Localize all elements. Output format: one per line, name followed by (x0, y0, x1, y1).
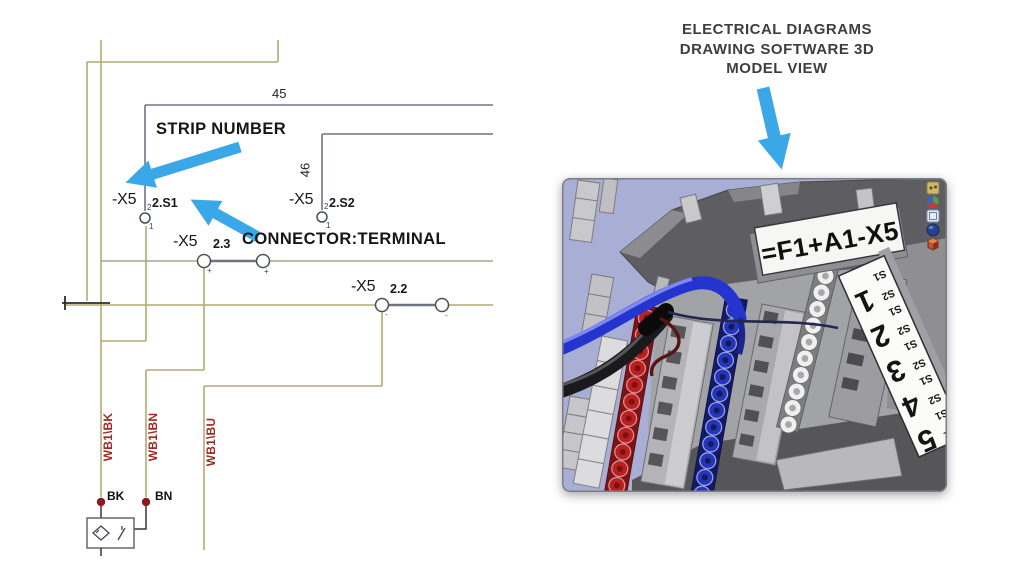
dark-red-wire (649, 316, 681, 377)
page-title: ELECTRICAL DIAGRAMS DRAWING SOFTWARE 3D … (637, 20, 917, 79)
wire-label-bu: WB1\BU (204, 417, 218, 467)
strip-pin-s2-5: S2 (942, 425, 947, 441)
terminal-2s1-pin-top: 2 (147, 203, 152, 212)
cables (562, 276, 839, 399)
strip-number-arrow (125, 141, 242, 188)
strip-pin-s1-3: S1 (902, 337, 919, 353)
strip-pin-s1-4: S1 (918, 371, 935, 387)
viewport-frame (562, 178, 947, 492)
strip-pin-s2-4: S2 (926, 391, 943, 407)
terminal-22-mark-left: - (385, 310, 388, 319)
edit-appearance-icon[interactable] (927, 237, 939, 251)
annotation-arrows (125, 86, 791, 242)
connector-terminal-annotation: CONNECTOR:TERMINAL (242, 230, 446, 248)
sensor-pin-bn-label: BN (155, 489, 173, 503)
strip-number-annotation: STRIP NUMBER (156, 120, 287, 138)
terminal-23-mark-left: + (207, 266, 212, 275)
strip-pin-s1-2: S1 (887, 302, 904, 318)
strip-pin-s1-1: S1 (871, 267, 888, 283)
terminal-2s1-device: -X5 (112, 191, 137, 208)
connector-terminal-arrow (190, 199, 261, 242)
terminal-22-circle-left (374, 297, 390, 313)
sensor-symbol (86, 497, 151, 556)
terminal-23-circle-right (255, 253, 271, 269)
terminal-22-pin: 2.2 (390, 282, 408, 296)
device-tag-plate: =F1+A1-X5 (748, 202, 909, 284)
view-orientation-icon[interactable] (926, 181, 940, 195)
signal-wire (667, 310, 839, 330)
terminal-2s2-device: -X5 (289, 191, 314, 208)
potential-tick (62, 296, 110, 310)
terminal-2s1-circle (139, 212, 151, 224)
terminal-2s1-pin: 2.S1 (152, 196, 178, 210)
terminal-number-strip: 1 2 3 4 5 S1 S2 S1 S2 S1 S2 S1 S2 S1 S2 (837, 247, 947, 458)
net45-label: 45 (272, 86, 287, 101)
terminal-2s2-pin-top: 2 (324, 202, 329, 211)
model-viewport[interactable]: =F1+A1-X5 1 2 3 4 5 S1 S2 S1 S2 S1 S2 S1… (562, 178, 947, 492)
strip-pin-s2-2: S2 (895, 321, 912, 337)
wire-dot-bk (96, 497, 106, 507)
model-view-arrow (756, 86, 791, 170)
rotate-view-icon[interactable] (926, 223, 940, 237)
strip-pin-s1-5: S1 (933, 406, 947, 422)
strip-pin-s2-1: S2 (880, 286, 897, 302)
title-line-1: ELECTRICAL DIAGRAMS (681, 21, 873, 38)
wire-label-bn: WB1\BN (146, 412, 160, 462)
title-line-2: DRAWING SOFTWARE 3D (679, 40, 875, 58)
terminal-2s2-circle (316, 211, 328, 223)
strip-pin-s2-3: S2 (911, 356, 928, 372)
sensor-pin-bk-label: BK (107, 489, 125, 503)
side-ladder-columns (562, 273, 629, 489)
terminal-circles (139, 211, 450, 313)
terminal-23-circle-left (196, 253, 212, 269)
terminal-23-device: -X5 (173, 233, 198, 250)
wire-dot-bn (141, 497, 151, 507)
blue-cable (562, 276, 747, 356)
net46-label: 46 (297, 162, 313, 178)
terminal-strip-silver (775, 263, 840, 434)
schematic-wires (64, 40, 493, 550)
terminal-22-device: -X5 (351, 278, 376, 295)
appearance-icon[interactable] (927, 196, 939, 208)
terminal-22-circle-right (434, 297, 450, 313)
wire-label-bk: WB1\BK (101, 412, 115, 462)
title-line-3: MODEL VIEW (726, 60, 828, 77)
blue-wire-drop (736, 317, 746, 355)
terminal-links (210, 259, 436, 307)
terminal-strip-blue (689, 295, 748, 492)
terminal-23-pin: 2.3 (213, 237, 231, 251)
display-style-icon[interactable] (926, 209, 940, 223)
terminal-2s1-pin-bottom: 1 (149, 222, 154, 231)
net-lines (144, 104, 493, 211)
terminal-2s2-pin-bottom: 1 (326, 221, 331, 230)
viewport-toolbar (926, 181, 940, 251)
terminal-22-mark-right: - (445, 311, 448, 320)
terminal-2s2-pin: 2.S2 (329, 196, 355, 210)
terminal-23-mark-right: + (264, 267, 269, 276)
